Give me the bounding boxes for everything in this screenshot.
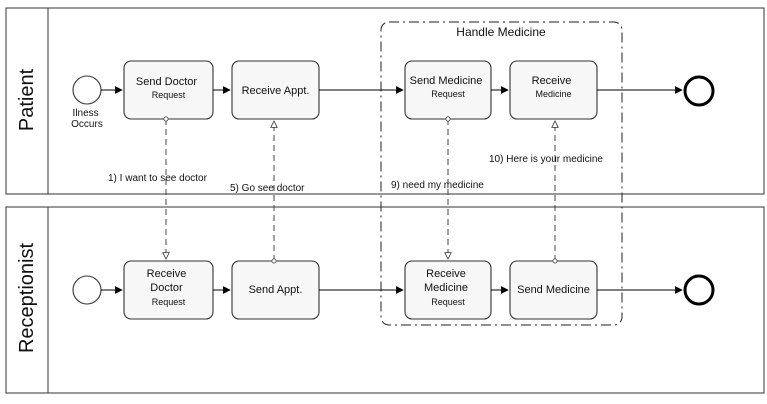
task-send-medicine-label: Send Medicine: [517, 284, 590, 296]
task-receive-doctor-request: Receive Doctor Request: [123, 260, 214, 320]
message-label-9: 9) need my medicine: [391, 180, 484, 191]
patient-start-event: [72, 75, 102, 105]
task-receive-medicine-request-label: Receive Medicine Request: [424, 264, 472, 307]
task-receive-appt: Receive Appt.: [231, 60, 320, 120]
message-label-1: 1) I want to see doctor: [108, 173, 208, 184]
task-send-doctor-request: Send Doctor Request: [123, 60, 214, 120]
task-label-line: Receive: [426, 268, 466, 280]
receptionist-start-event: [72, 275, 102, 305]
task-label-line: Medicine: [424, 282, 468, 294]
patient-start-event-label: Ilness Occurs: [71, 108, 103, 130]
task-label-line: Send Medicine: [410, 75, 483, 87]
handle-medicine-group-label: Handle Medicine: [456, 25, 546, 39]
patient-pool: [5, 7, 765, 195]
receptionist-pool: [5, 206, 765, 394]
task-label-line: Request: [152, 90, 186, 100]
task-label-line: Send Doctor: [136, 76, 197, 88]
task-send-medicine-request-label: Send Medicine Request: [410, 71, 487, 99]
task-label-line: Receive: [147, 268, 187, 280]
task-send-doctor-request-label: Send Doctor Request: [136, 72, 201, 100]
task-receive-medicine-request: Receive Medicine Request: [404, 260, 492, 320]
task-label-line: Receive: [532, 75, 572, 87]
task-label-line: Doctor: [150, 282, 183, 294]
task-receive-medicine: Receive Medicine: [509, 60, 598, 120]
task-send-medicine-request: Send Medicine Request: [404, 60, 492, 120]
task-receive-doctor-request-label: Receive Doctor Request: [147, 264, 191, 307]
message-label-10: 10) Here is your medicine: [489, 154, 603, 165]
task-receive-appt-label: Receive Appt.: [242, 85, 310, 97]
task-send-appt: Send Appt.: [231, 260, 320, 320]
task-send-appt-label: Send Appt.: [249, 284, 303, 296]
task-label-line: Request: [431, 297, 465, 307]
patient-pool-label: Patient: [16, 68, 38, 131]
task-send-medicine: Send Medicine: [509, 260, 598, 320]
receptionist-end-event: [683, 274, 715, 306]
task-label-line: Request: [431, 89, 465, 99]
task-receive-medicine-label: Receive Medicine: [532, 71, 576, 99]
handle-medicine-group: [380, 21, 623, 326]
patient-start-event-label-line: Ilness: [73, 108, 99, 119]
message-label-5: 5) Go see doctor: [230, 183, 305, 194]
task-label-line: Request: [152, 297, 186, 307]
receptionist-pool-label: Receptionist: [16, 243, 38, 354]
patient-end-event: [683, 75, 715, 107]
patient-start-event-label-line: Occurs: [71, 119, 103, 130]
task-label-line: Medicine: [535, 89, 571, 99]
